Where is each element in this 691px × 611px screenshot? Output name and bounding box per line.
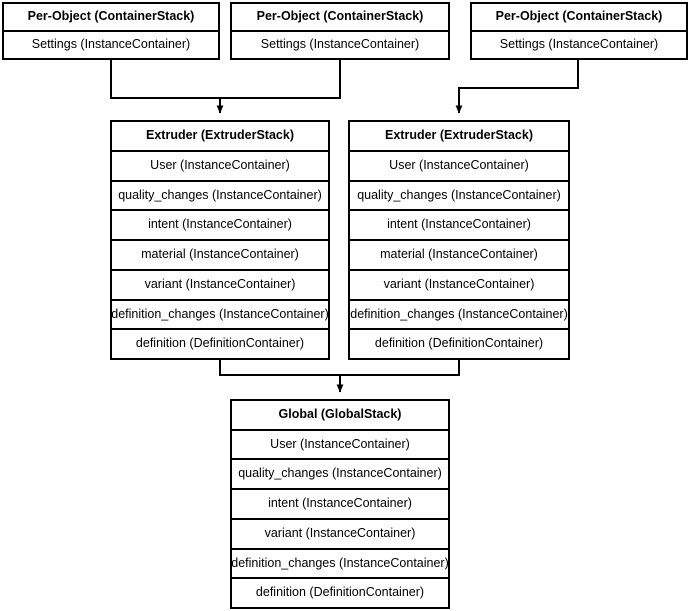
stack-row[interactable]: definition (DefinitionContainer): [350, 328, 568, 358]
stack-row[interactable]: Settings (InstanceContainer): [472, 30, 686, 58]
stack-box-extruder-1[interactable]: Extruder (ExtruderStack) User (InstanceCo…: [110, 120, 330, 360]
stack-row[interactable]: User (InstanceContainer): [232, 428, 448, 459]
stack-row[interactable]: variant (InstanceContainer): [112, 268, 328, 299]
stack-row[interactable]: variant (InstanceContainer): [350, 268, 568, 299]
edge-per-object-1-to-extruder-1: [110, 60, 220, 99]
stack-box-global[interactable]: Global (GlobalStack) User (InstanceContai…: [230, 399, 450, 609]
stack-row[interactable]: intent (InstanceContainer): [232, 488, 448, 518]
stack-box-per-object-2[interactable]: Per-Object (ContainerStack) Settings (Ins…: [230, 2, 450, 60]
stack-row[interactable]: variant (InstanceContainer): [232, 517, 448, 548]
stack-header-extruder-2: Extruder (ExtruderStack): [385, 128, 533, 142]
stack-row[interactable]: material (InstanceContainer): [112, 239, 328, 269]
stack-box-extruder-2[interactable]: Extruder (ExtruderStack) User (InstanceCo…: [348, 120, 570, 360]
edge-per-object-2-to-extruder-1: [216, 60, 341, 114]
stack-row[interactable]: Settings (InstanceContainer): [232, 30, 448, 58]
stack-header-per-object-1: Per-Object (ContainerStack): [27, 9, 195, 24]
edge-extruder-1-to-global: [219, 360, 340, 376]
stack-row[interactable]: definition (DefinitionContainer): [112, 328, 328, 358]
stack-row[interactable]: quality_changes (InstanceContainer): [350, 179, 568, 210]
edge-per-object-3-to-extruder-2: [455, 60, 579, 114]
stack-row[interactable]: intent (InstanceContainer): [350, 209, 568, 239]
stack-header-global: Global (GlobalStack): [278, 406, 402, 421]
stack-box-per-object-3[interactable]: Per-Object (ContainerStack) Settings (Ins…: [470, 2, 688, 60]
stack-row[interactable]: User (InstanceContainer): [350, 149, 568, 180]
stack-row[interactable]: quality_changes (InstanceContainer): [112, 179, 328, 210]
stack-row[interactable]: definition_changes (InstanceContainer): [111, 298, 329, 329]
stack-box-per-object-1[interactable]: Per-Object (ContainerStack) Settings (Ins…: [2, 2, 220, 60]
stack-row[interactable]: definition_changes (InstanceContainer): [350, 298, 568, 329]
edge-extruder-2-to-global: [336, 360, 460, 393]
stack-row[interactable]: definition_changes (InstanceContainer): [231, 547, 449, 578]
stack-header-per-object-2: Per-Object (ContainerStack): [256, 9, 424, 24]
stack-row[interactable]: definition (DefinitionContainer): [232, 577, 448, 607]
stack-header-per-object-3: Per-Object (ContainerStack): [495, 9, 663, 24]
stack-row[interactable]: quality_changes (InstanceContainer): [232, 458, 448, 488]
stack-row[interactable]: material (InstanceContainer): [350, 239, 568, 269]
stack-row[interactable]: Settings (InstanceContainer): [4, 30, 218, 58]
stack-row[interactable]: intent (InstanceContainer): [112, 209, 328, 239]
stack-row[interactable]: User (InstanceContainer): [112, 149, 328, 180]
stack-header-extruder-1: Extruder (ExtruderStack): [146, 128, 294, 142]
